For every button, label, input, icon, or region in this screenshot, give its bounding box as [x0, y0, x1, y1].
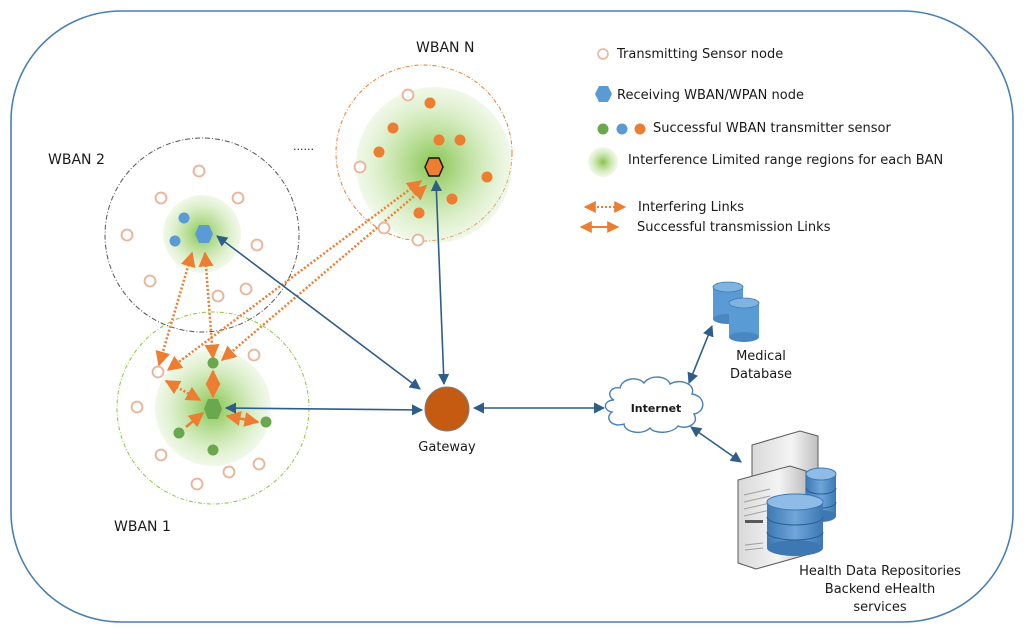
repositories-label-line2: Backend eHealth	[825, 582, 935, 597]
legend-item-receiving-node: Receiving WBAN/WPAN node	[595, 86, 804, 103]
legend-item-transmitting-sensor: Transmitting Sensor node	[597, 47, 783, 62]
wban-n-label: WBAN N	[416, 40, 474, 56]
successful-sensor-node	[387, 122, 399, 134]
successful-sensor-node	[207, 444, 219, 456]
wban-n	[335, 64, 513, 243]
cloud-icon	[604, 376, 704, 434]
legend-label: Receiving WBAN/WPAN node	[617, 88, 804, 103]
transmitting-sensor-node	[401, 88, 415, 102]
successful-sensor-node	[413, 207, 425, 219]
interfering-link	[155, 251, 196, 367]
successful-sensor-node	[433, 134, 445, 146]
successful-sensor-node	[424, 97, 436, 109]
medical-database-label-line1: Medical	[736, 349, 786, 364]
wban-1-label: WBAN 1	[114, 519, 171, 535]
medical-database: Medical Database	[712, 281, 792, 382]
transmitting-sensor-node	[353, 160, 367, 174]
interfering-link	[220, 185, 428, 361]
transmitting-sensor-node	[377, 221, 391, 235]
successful-sensor-node	[260, 416, 272, 428]
transmitting-sensor-node	[211, 289, 225, 303]
transmitting-sensor-node	[130, 400, 144, 414]
gateway-label: Gateway	[418, 440, 476, 455]
successful-sensor-node	[454, 134, 466, 146]
legend-label: Successful transmission Links	[637, 220, 831, 235]
transmitting-sensor-node	[154, 191, 168, 205]
successful-links	[185, 369, 260, 428]
successful-sensor-node	[169, 235, 181, 247]
interfering-link	[164, 379, 202, 402]
successful-link	[185, 412, 205, 428]
successful-link	[225, 411, 260, 427]
database-stack-icon	[766, 467, 837, 556]
database-icon	[712, 281, 760, 342]
legend: Transmitting Sensor node Receiving WBAN/…	[579, 47, 943, 235]
transmitting-sensor-node	[250, 238, 264, 252]
outer-frame	[10, 10, 1014, 623]
transmitting-sensor-node	[222, 465, 236, 479]
legend-item-successful-links: Successful transmission Links	[579, 220, 831, 235]
transmitting-sensor-node	[143, 274, 157, 288]
wban-n-receiver-node	[424, 157, 444, 177]
link-wban1-gateway	[224, 402, 424, 416]
legend-item-successful-sensor: Successful WBAN transmitter sensor	[597, 121, 892, 136]
network-links	[216, 179, 742, 463]
successful-sensor-node	[373, 146, 385, 158]
transmitting-sensor-node	[231, 191, 245, 205]
internet: Internet	[604, 376, 704, 434]
blue-dot-icon	[616, 123, 628, 135]
successful-sensor-node	[446, 193, 458, 205]
repositories-label-line3: services	[853, 600, 907, 615]
legend-item-interference-region: Interference Limited range regions for e…	[588, 147, 943, 177]
transmitting-sensor-node	[252, 457, 266, 471]
medical-database-label-line2: Database	[730, 367, 792, 382]
legend-label: Transmitting Sensor node	[616, 47, 783, 62]
link-internet-database	[687, 324, 714, 385]
legend-item-interfering-links: Interfering Links	[583, 200, 744, 215]
transmitting-sensor-icon	[597, 48, 609, 60]
gateway-icon	[424, 386, 470, 432]
transmitting-sensor-node	[190, 477, 204, 491]
successful-sensor-node	[481, 171, 493, 183]
transmitting-sensor-node	[239, 282, 253, 296]
link-wban2-gateway	[216, 235, 421, 390]
transmitting-sensor-node	[247, 348, 261, 362]
transmitting-sensor-node	[192, 164, 206, 178]
successful-sensor-node	[173, 427, 185, 439]
wban-ellipsis: ......	[293, 140, 314, 153]
health-data-repositories: Health Data Repositories Backend eHealth…	[737, 430, 961, 615]
successful-sensor-nodes	[169, 97, 493, 456]
orange-dot-icon	[634, 123, 646, 135]
sensor-nodes	[120, 88, 425, 491]
wban-2-label: WBAN 2	[48, 152, 105, 168]
legend-label: Successful WBAN transmitter sensor	[653, 121, 892, 136]
successful-sensor-node	[178, 212, 190, 224]
green-dot-icon	[597, 123, 609, 135]
internet-label: Internet	[631, 402, 682, 415]
legend-label: Interfering Links	[638, 200, 744, 215]
wban-2-receiver-node	[195, 225, 213, 243]
transmitting-sensor-node	[411, 233, 425, 247]
gateway: Gateway	[418, 386, 476, 455]
successful-sensor-node	[207, 357, 219, 369]
transmitting-sensor-node	[154, 448, 168, 462]
interference-region-icon	[588, 147, 618, 177]
link-wbann-gateway	[430, 179, 450, 386]
legend-label: Interference Limited range regions for e…	[628, 153, 943, 168]
wban-1-receiver-node	[204, 399, 222, 419]
receiving-node-icon	[595, 86, 612, 102]
transmitting-sensor-node	[151, 365, 165, 379]
repositories-label-line1: Health Data Repositories	[799, 564, 961, 579]
transmitting-sensor-node	[120, 228, 134, 242]
link-internet-repositories	[690, 426, 742, 463]
